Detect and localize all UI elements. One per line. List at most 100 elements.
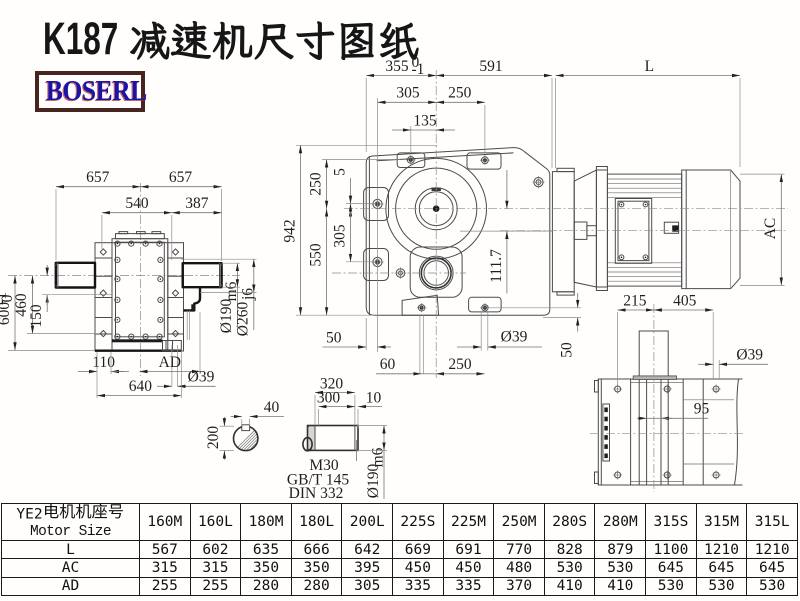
table-cell: 530 <box>746 576 798 597</box>
table-header-line2: Motor Size <box>29 523 112 540</box>
table-cell: 530 <box>695 576 748 597</box>
dim-label: 355 <box>385 58 409 75</box>
dim-label: 200 <box>205 426 222 450</box>
dim-label: Ø39 <box>736 347 763 364</box>
dim-label: 550 <box>307 243 324 267</box>
dim-tolerance: 0 <box>412 54 420 71</box>
dim-label: Ø39 <box>188 368 215 385</box>
dim-label: 405 <box>673 292 697 309</box>
title-model-code: K187 <box>43 13 119 64</box>
table-column-header: 280M <box>594 503 647 541</box>
dim-label: 600 <box>0 302 13 326</box>
table-cell: 645 <box>695 558 748 578</box>
dim-label: 135 <box>413 112 437 129</box>
dim-label: 591 <box>479 58 502 75</box>
table-row-label: AD <box>1 576 140 597</box>
table-cell: 410 <box>594 576 647 597</box>
table-cell: 335 <box>392 576 444 597</box>
dim-label: AD <box>159 354 181 371</box>
dim-label: Ø39 <box>501 329 528 346</box>
table-column-header: 160L <box>189 503 242 541</box>
table-cell: 370 <box>493 576 545 597</box>
dim-label: 215 <box>623 292 647 309</box>
dim-label: 250 <box>448 356 472 373</box>
dim-label: Ø190 <box>218 299 235 334</box>
table-cell: 567 <box>139 539 191 560</box>
dim-tolerance: -1 <box>412 61 425 78</box>
dim-label: 540 <box>125 195 149 212</box>
table-header-cjk-glyphs <box>44 504 123 519</box>
dim-label: GB/T 145 <box>287 472 349 489</box>
brand-logo: BOSERL <box>35 71 147 112</box>
table-cell: 530 <box>645 576 697 597</box>
table-cell: 350 <box>290 558 343 578</box>
table-cell: 305 <box>341 576 394 597</box>
dim-label: DIN 332 <box>289 485 344 502</box>
dim-label: Ø260 <box>235 302 252 337</box>
table-cell: 691 <box>442 539 495 560</box>
table-column-header: 315L <box>746 503 798 541</box>
dim-label: 5 <box>331 168 348 176</box>
table-header-motor-size: YE2电机机座号 Motor Size <box>1 503 140 541</box>
dim-label: 320 <box>320 375 344 392</box>
table-column-header: 225S <box>392 503 444 541</box>
table-cell: 1210 <box>695 539 748 560</box>
table-cell: 669 <box>392 539 444 560</box>
table-column-header: 180L <box>290 503 343 541</box>
table-cell: 666 <box>290 539 343 560</box>
dim-label: 95 <box>694 401 710 418</box>
table-cell: 315 <box>189 558 242 578</box>
dim-label: L <box>645 58 654 75</box>
table-column-header: 225M <box>442 503 495 541</box>
table-cell: 280 <box>240 576 292 597</box>
table-cell: 280 <box>290 576 343 597</box>
motor-size-table: YE2电机机座号 Motor Size 160M160L180M180L200L… <box>1 503 798 597</box>
dim-suffix: m6 <box>223 281 240 301</box>
table-cell: 602 <box>189 539 242 560</box>
dim-label: 10 <box>366 389 382 406</box>
table-cell: 255 <box>139 576 191 597</box>
table-column-header: 200L <box>341 503 394 541</box>
dim-label: AC <box>762 218 779 240</box>
table-cell: 255 <box>189 576 242 597</box>
title-cjk <box>130 20 419 60</box>
dim-label: 387 <box>185 195 209 212</box>
table-column-header: 315S <box>645 503 697 541</box>
dim-label: Ø190 <box>365 464 382 499</box>
front-view: 657 657 540 387 600 0 -1 460 150 Ø190 m6… <box>0 169 257 398</box>
table-cell: 828 <box>543 539 596 560</box>
dim-label: 110 <box>92 354 115 371</box>
dim-suffix: m6 <box>370 447 387 467</box>
table-cell: 770 <box>493 539 545 560</box>
title-cjk-glyphs <box>130 20 419 60</box>
dim-label: 40 <box>264 399 280 416</box>
table-cell: 410 <box>543 576 596 597</box>
shaft-end-detail: 320 300 10 M30 GB/T 145 DIN 332 Ø190 m6 <box>287 375 387 502</box>
dim-label: 50 <box>326 329 342 346</box>
table-header-line1: YE2电机机座号 <box>3 504 139 524</box>
shaft-section-detail: 40 200 <box>205 399 284 460</box>
dim-label: 305 <box>396 85 420 102</box>
table-cell: 642 <box>341 539 394 560</box>
dim-tolerance: -1 <box>0 292 10 305</box>
shaft-section-hatching <box>234 428 258 450</box>
dim-label: 305 <box>332 224 349 248</box>
table-cell: 1100 <box>645 539 697 560</box>
table-row-label: AC <box>1 558 140 578</box>
dim-label: 150 <box>28 304 45 328</box>
table-cell: 530 <box>543 558 596 578</box>
table-cell: 335 <box>442 576 495 597</box>
table-cell: 395 <box>341 558 394 578</box>
table-column-header: 250M <box>493 503 545 541</box>
table-column-header: 160M <box>139 503 191 541</box>
dim-suffix: j6 <box>240 288 257 301</box>
brand-logo-text: BOSERL <box>45 75 147 107</box>
table-cell: 1210 <box>746 539 798 560</box>
table-cell: 450 <box>392 558 444 578</box>
top-view: 215 405 Ø39 95 <box>590 292 768 492</box>
